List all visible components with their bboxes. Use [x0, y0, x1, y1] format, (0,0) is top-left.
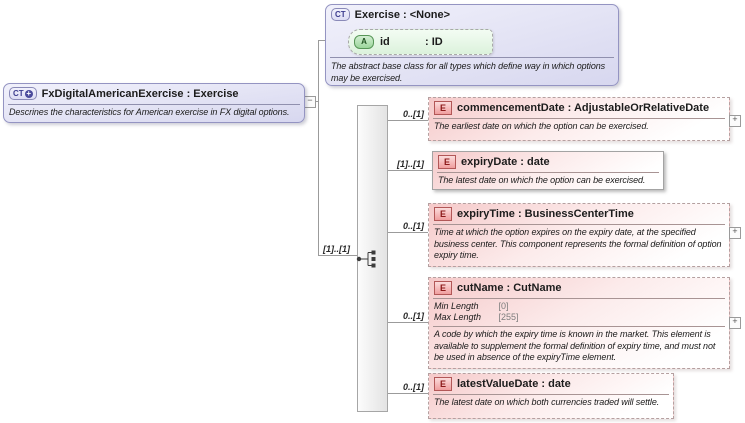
element-cutName[interactable]: E cutName : CutName Min Length [0] Max L… — [428, 277, 730, 369]
element-expiryDate[interactable]: E expiryDate : date The latest date on w… — [432, 151, 664, 190]
complex-type-icon: CT+ — [9, 87, 37, 100]
divider — [433, 298, 725, 299]
element-description: The earliest date on which the option ca… — [434, 121, 649, 131]
element-icon: E — [434, 281, 452, 295]
collapse-icon[interactable]: − — [304, 96, 316, 108]
base-type-title-row: CT Exercise : <None> — [326, 5, 618, 24]
element-icon: E — [434, 377, 452, 391]
facet-value: [0] — [498, 301, 509, 311]
element-icon: E — [434, 101, 452, 115]
facet-min-length: Min Length [0] — [434, 301, 724, 311]
element-title: expiryDate : date — [461, 156, 550, 168]
base-type-title: Exercise : <None> — [354, 8, 451, 21]
divider — [433, 326, 725, 327]
connector-line — [318, 255, 357, 256]
element-icon: E — [434, 207, 452, 221]
element-latestValueDate[interactable]: E latestValueDate : date The latest date… — [428, 373, 674, 419]
divider — [437, 172, 659, 173]
cardinality-label: 0..[1] — [402, 311, 424, 321]
connector-line — [387, 170, 432, 171]
facet-label: Min Length — [434, 301, 479, 311]
divider — [433, 118, 725, 119]
facet-label: Max Length — [434, 312, 482, 322]
facet-max-length: Max Length [255] — [434, 312, 724, 322]
connector-line — [387, 322, 428, 323]
main-type-title-row: CT+ FxDigitalAmericanExercise : Exercise — [4, 84, 304, 103]
main-type-box[interactable]: CT+ FxDigitalAmericanExercise : Exercise… — [3, 83, 305, 123]
element-title: expiryTime : BusinessCenterTime — [457, 208, 634, 220]
main-type-description: Descrines the characteristics for Americ… — [9, 107, 290, 117]
main-type-title: FxDigitalAmericanExercise : Exercise — [41, 87, 239, 100]
element-title: cutName : CutName — [457, 282, 562, 294]
derived-plus-icon: + — [24, 88, 33, 98]
expand-icon[interactable]: + — [729, 227, 741, 239]
complex-type-badge-label: CT — [13, 89, 24, 98]
cardinality-label: 0..[1] — [402, 221, 424, 231]
attribute-type: : ID — [425, 36, 443, 48]
connector-line — [387, 393, 428, 394]
divider — [330, 57, 614, 58]
complex-type-icon: CT — [331, 8, 350, 21]
divider — [8, 104, 300, 105]
element-icon: E — [438, 155, 456, 169]
attribute-icon: A — [354, 35, 374, 49]
element-description: The latest date on which both currencies… — [434, 397, 660, 407]
divider — [433, 394, 669, 395]
complex-type-badge-label: CT — [335, 10, 346, 19]
base-type-description: The abstract base class for all types wh… — [331, 61, 606, 83]
cardinality-label: [1]..[1] — [323, 244, 350, 254]
cardinality-label: 0..[1] — [402, 382, 424, 392]
attribute-name: id — [380, 36, 390, 48]
connector-line — [387, 232, 428, 233]
element-expiryTime[interactable]: E expiryTime : BusinessCenterTime Time a… — [428, 203, 730, 267]
attribute-id[interactable]: A id : ID — [348, 29, 493, 55]
cardinality-label: [1]..[1] — [397, 159, 424, 169]
base-type-box[interactable]: CT Exercise : <None> A id : ID The abstr… — [325, 4, 619, 86]
connector-line — [318, 40, 319, 255]
cardinality-label: 0..[1] — [402, 109, 424, 119]
element-description: The latest date on which the option can … — [438, 175, 646, 185]
sequence-icon — [356, 250, 376, 268]
facet-value: [255] — [498, 312, 519, 322]
connector-line — [314, 101, 318, 102]
element-commencementDate[interactable]: E commencementDate : AdjustableOrRelativ… — [428, 97, 730, 141]
element-title: latestValueDate : date — [457, 378, 571, 390]
connector-line — [387, 120, 428, 121]
element-title: commencementDate : AdjustableOrRelativeD… — [457, 102, 710, 114]
expand-icon[interactable]: + — [729, 317, 741, 329]
expand-icon[interactable]: + — [729, 115, 741, 127]
element-description: Time at which the option expires on the … — [434, 227, 722, 261]
divider — [433, 224, 725, 225]
element-description: A code by which the expiry time is known… — [434, 329, 716, 363]
